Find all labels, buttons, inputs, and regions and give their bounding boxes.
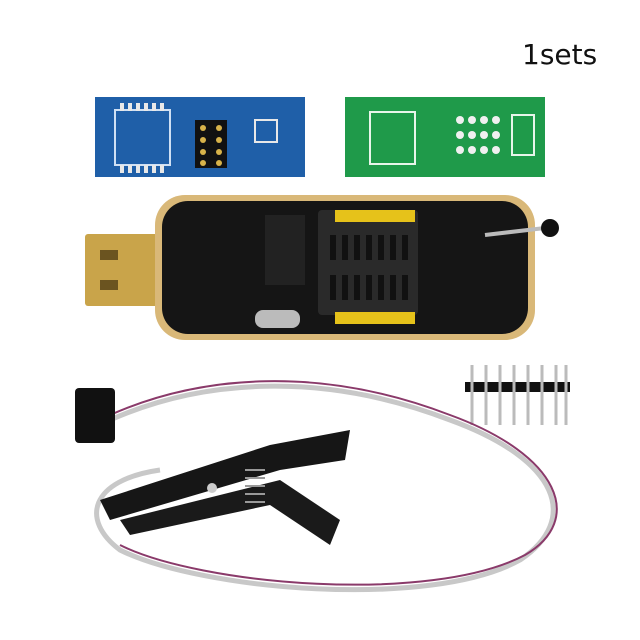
usb-plug [85,234,165,306]
programmer-board [155,195,559,340]
cable-connector [75,388,115,443]
soic-clip [100,430,350,545]
blue-adapter-board [95,97,305,177]
quantity-caption: 1sets [522,38,598,71]
green-adapter-board [345,97,545,177]
ribbon-cable [94,380,558,593]
pin-header [465,365,570,425]
